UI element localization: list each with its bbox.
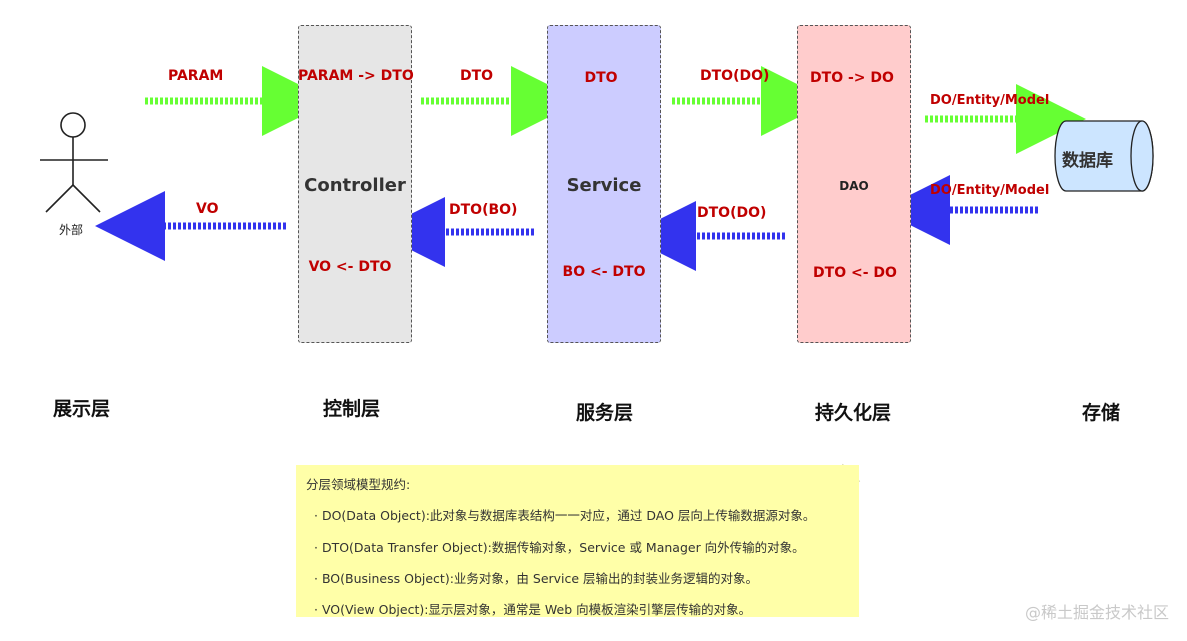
database-cylinder	[1054, 120, 1154, 192]
flow-label-dto-bo: DTO(BO)	[449, 202, 518, 218]
dao-top-text: DTO -> DO	[810, 70, 894, 86]
layer-label-storage: 存储	[1082, 402, 1121, 424]
controller-title: Controller	[304, 175, 406, 196]
flow-label-vo: VO	[196, 201, 219, 217]
flow-label-dto-do-forward: DTO(DO)	[700, 68, 770, 84]
flow-label-param: PARAM	[168, 68, 224, 84]
service-bottom-text: BO <- DTO	[562, 264, 646, 280]
note-item-dto: · DTO(Data Transfer Object):数据传输对象，Servi…	[314, 540, 805, 555]
note-item-vo: · VO(View Object):显示层对象，通常是 Web 向模板渲染引擎层…	[314, 602, 752, 617]
service-title: Service	[566, 175, 642, 196]
flow-label-entity-back: DO/Entity/Model	[930, 183, 1050, 198]
dao-bottom-text: DTO <- DO	[813, 265, 897, 281]
actor-label: 外部	[59, 223, 84, 237]
note-item-do: · DO(Data Object):此对象与数据库表结构一一对应，通过 DAO …	[314, 508, 816, 523]
layer-label-control: 控制层	[323, 398, 381, 420]
watermark: @稀土掘金技术社区	[1024, 603, 1169, 622]
note-panel: 分层领域模型规约: · DO(Data Object):此对象与数据库表结构一一…	[296, 465, 859, 617]
controller-bottom-text: VO <- DTO	[308, 259, 392, 275]
controller-box	[298, 25, 412, 343]
dao-title: DAO	[839, 179, 869, 193]
layer-label-presentation: 展示层	[53, 398, 111, 420]
controller-top-text: PARAM -> DTO	[298, 68, 414, 84]
layer-label-persistence: 持久化层	[815, 402, 892, 424]
flow-label-dto: DTO	[460, 68, 494, 84]
note-item-bo: · BO(Business Object):业务对象，由 Service 层输出…	[314, 571, 759, 586]
actor-figure	[40, 112, 108, 213]
layer-label-service: 服务层	[576, 402, 634, 424]
note-title: 分层领域模型规约:	[306, 477, 411, 492]
flow-label-dto-do-back: DTO(DO)	[697, 205, 767, 221]
database-label: 数据库	[1062, 151, 1113, 171]
flow-label-entity-forward: DO/Entity/Model	[930, 93, 1050, 108]
service-top-text: DTO	[584, 70, 618, 86]
dao-box	[797, 25, 911, 343]
service-box	[547, 25, 661, 343]
